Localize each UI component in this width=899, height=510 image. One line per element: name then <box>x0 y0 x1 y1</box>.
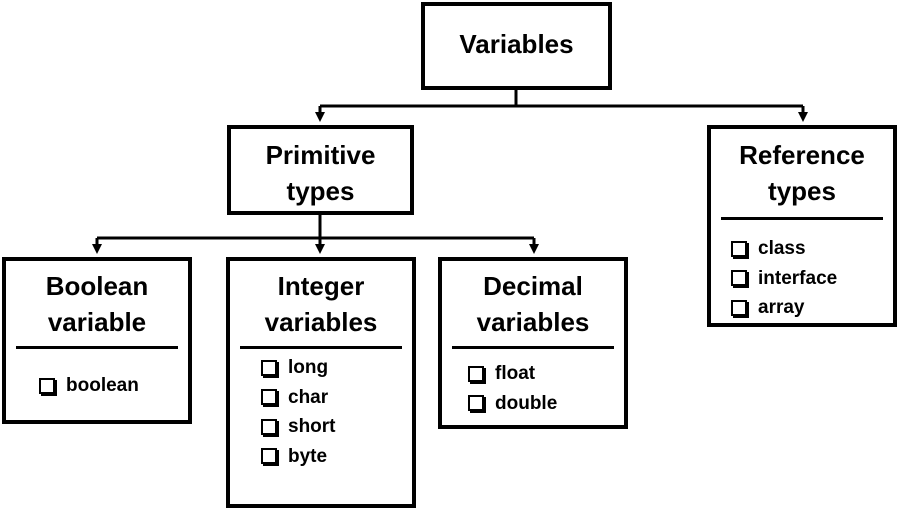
primitive-types-node: Primitive types <box>227 125 414 215</box>
list-item: class <box>731 234 893 264</box>
list-item: long <box>261 353 412 383</box>
checkbox-icon <box>261 448 277 465</box>
list-item: interface <box>731 264 893 294</box>
decimal-variables-node: Decimal variables float double <box>438 257 628 429</box>
checkbox-icon <box>468 395 484 412</box>
boolean-list: boolean <box>39 371 188 401</box>
reference-types-title: Reference types <box>739 140 865 206</box>
checkbox-icon <box>731 240 747 257</box>
list-item: byte <box>261 442 412 472</box>
variables-node: Variables <box>421 2 612 90</box>
reference-types-node: Reference types class interface array <box>707 125 897 327</box>
checkbox-icon <box>261 359 277 376</box>
list-item: float <box>468 359 624 389</box>
boolean-variable-title: Boolean variable <box>45 271 149 337</box>
boolean-separator <box>16 346 178 349</box>
integer-variables-node: Integer variables long char short byte <box>226 257 416 508</box>
list-item: double <box>468 389 624 419</box>
checkbox-icon <box>39 377 55 394</box>
decimal-variables-title: Decimal variables <box>476 271 590 337</box>
checkbox-icon <box>468 365 484 382</box>
decimal-separator <box>452 346 614 349</box>
boolean-variable-node: Boolean variable boolean <box>2 257 192 424</box>
primitive-types-title: Primitive types <box>265 140 376 206</box>
variables-title: Variables <box>459 29 574 59</box>
list-item: short <box>261 412 412 442</box>
reference-list: class interface array <box>731 234 893 323</box>
reference-separator <box>721 217 883 220</box>
integer-variables-title: Integer variables <box>264 271 378 337</box>
primitive-connector <box>92 213 539 254</box>
checkbox-icon <box>731 270 747 287</box>
list-item: boolean <box>39 371 188 401</box>
decimal-list: float double <box>468 359 624 418</box>
list-item: char <box>261 383 412 413</box>
list-item: array <box>731 293 893 323</box>
checkbox-icon <box>261 418 277 435</box>
integer-separator <box>240 346 402 349</box>
checkbox-icon <box>261 389 277 406</box>
integer-list: long char short byte <box>261 353 412 471</box>
checkbox-icon <box>731 299 747 316</box>
root-connector <box>315 88 808 122</box>
